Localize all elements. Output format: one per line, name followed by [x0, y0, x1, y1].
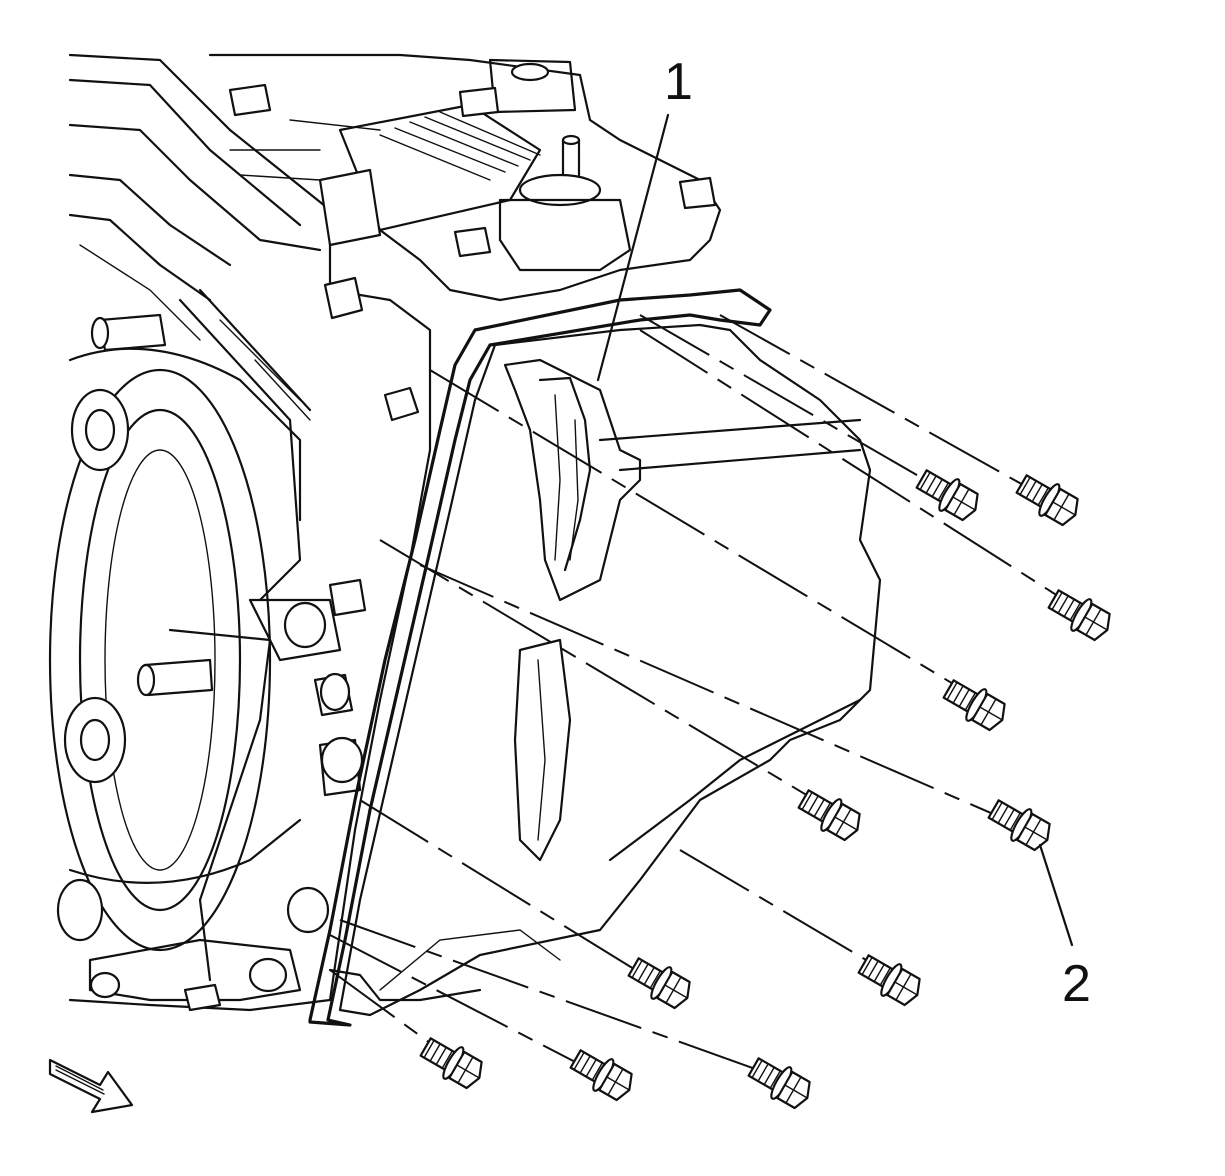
- oil-pan-bolt: [942, 679, 1006, 732]
- oil-pan-bolt: [627, 957, 691, 1010]
- callout-label-1: 1: [664, 53, 693, 111]
- front-direction-arrow-icon: [48, 1058, 134, 1114]
- oil-pan-bolt: [857, 954, 921, 1007]
- oil-pan-bolt: [569, 1049, 633, 1102]
- transmission-oil-pan: [328, 323, 882, 1017]
- oil-pan-bolts: [419, 469, 1111, 1110]
- transmission-case: [48, 53, 432, 1012]
- callout-2-leader: [1038, 843, 1074, 947]
- oil-pan-bolt: [747, 1057, 811, 1110]
- callout-1-leader: [596, 113, 670, 382]
- control-valve-body: [208, 53, 722, 302]
- oil-pan-gasket: [308, 288, 772, 1027]
- oil-pan-bolt: [915, 469, 979, 522]
- oil-pan-bolt: [1015, 474, 1079, 527]
- oil-pan-bolt: [419, 1037, 483, 1090]
- callout-label-2: 2: [1062, 955, 1091, 1013]
- oil-pan-bolt: [797, 789, 861, 842]
- oil-pan-bolt: [987, 799, 1051, 852]
- oil-pan-bolt: [1047, 589, 1111, 642]
